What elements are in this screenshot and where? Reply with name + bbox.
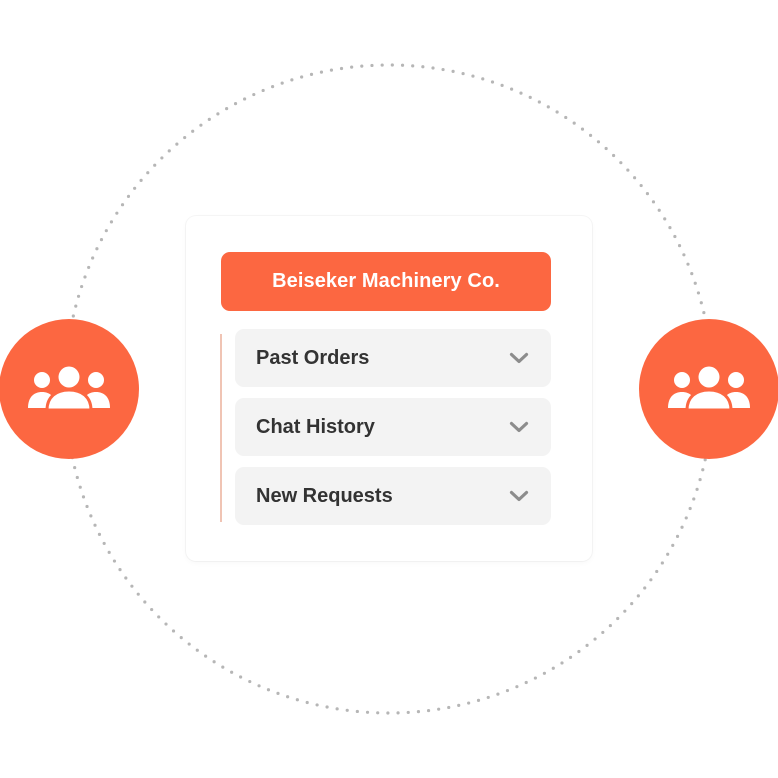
customer-avatar-right — [639, 319, 778, 459]
accordion-item-past-orders[interactable]: Past Orders — [235, 329, 551, 387]
company-name-header[interactable]: Beiseker Machinery Co. — [221, 252, 551, 311]
accordion-item-new-requests[interactable]: New Requests — [235, 467, 551, 525]
accordion-item-chat-history[interactable]: Chat History — [235, 398, 551, 456]
chevron-down-icon — [509, 421, 529, 433]
chevron-down-icon — [509, 490, 529, 502]
customer-card: Beiseker Machinery Co. Past Orders Chat … — [186, 216, 592, 561]
accordion-item-label: Chat History — [256, 415, 375, 438]
accordion-item-label: Past Orders — [256, 346, 370, 369]
accordion-item-label: New Requests — [256, 484, 393, 507]
users-group-icon — [668, 366, 750, 412]
tree-connector-line — [220, 334, 222, 522]
users-group-icon — [28, 366, 110, 412]
customer-avatar-left — [0, 319, 139, 459]
chevron-down-icon — [509, 352, 529, 364]
